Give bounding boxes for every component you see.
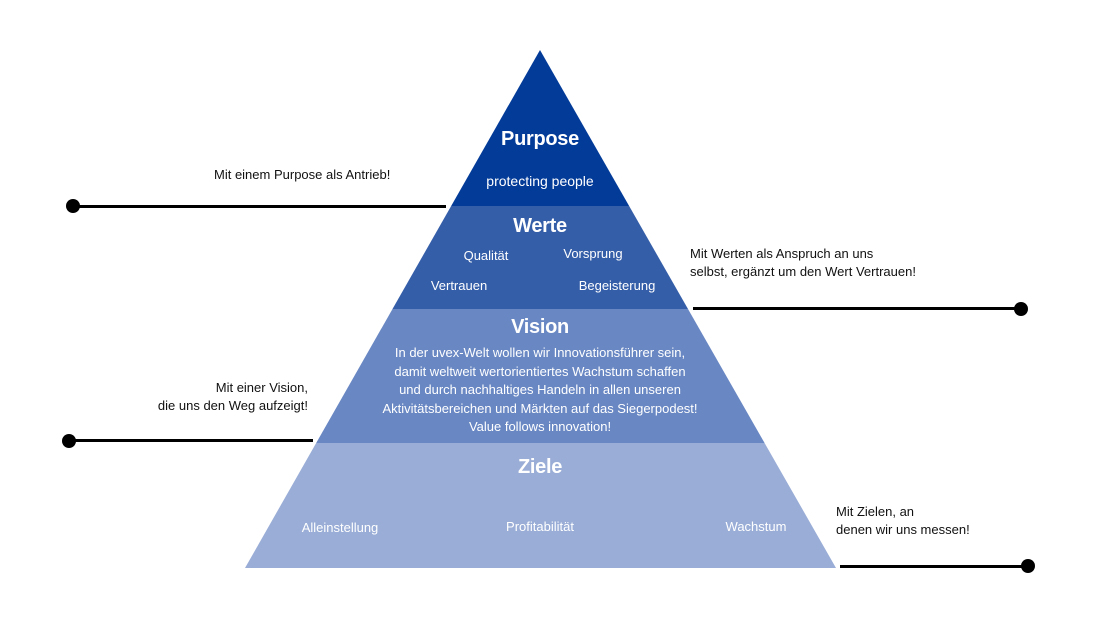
- ziele-title: Ziele: [517, 456, 563, 478]
- werte-item-begeisterung: Begeisterung: [578, 278, 656, 293]
- ziele-item-alleinstellung: Alleinstellung: [301, 520, 379, 535]
- vision-line: In der uvex-Welt wollen wir Innovationsf…: [394, 345, 686, 360]
- vision-line: und durch nachhaltiges Handeln in allen …: [399, 382, 681, 397]
- annotation-vision: Mit einer Vision, die uns den Weg aufzei…: [120, 379, 308, 415]
- connector-dot-ziele: [1021, 559, 1035, 573]
- annotation-line: die uns den Weg aufzeigt!: [157, 398, 308, 413]
- werte-item-qualitaet: Qualität: [463, 248, 509, 263]
- connector-dot-werte: [1014, 302, 1028, 316]
- pyramid-layer-ziele: [245, 443, 836, 568]
- vision-statement: In der uvex-Welt wollen wir Innovationsf…: [340, 344, 740, 437]
- connector-line-ziele: [840, 565, 1030, 568]
- vision-line: damit weltweit wertorientiertes Wachstum…: [394, 363, 686, 379]
- annotation-line: Mit Werten als Anspruch an uns: [690, 246, 874, 261]
- annotation-line: Mit einem Purpose als Antrieb!: [214, 167, 391, 182]
- purpose-title: Purpose: [501, 128, 579, 150]
- ziele-item-profitabilitaet: Profitabilität: [506, 519, 574, 534]
- pyramid-layer-purpose: [451, 50, 630, 206]
- annotation-line: denen wir uns messen!: [836, 522, 970, 537]
- pyramid-layer-werte: [392, 206, 688, 309]
- connector-line-vision: [68, 439, 313, 442]
- connector-line-werte: [693, 307, 1021, 310]
- werte-item-vertrauen: Vertrauen: [430, 278, 488, 293]
- annotation-line: selbst, ergänzt um den Wert Vertrauen!: [690, 264, 916, 279]
- annotation-ziele: Mit Zielen, an denen wir uns messen!: [836, 503, 970, 539]
- vision-title: Vision: [511, 316, 569, 338]
- vision-line: Aktivitätsbereichen und Märkten auf das …: [382, 400, 698, 416]
- connector-line-purpose: [72, 205, 446, 208]
- pyramid-layer-vision: [316, 309, 765, 443]
- ziele-item-wachstum: Wachstum: [725, 519, 787, 534]
- annotation-werte: Mit Werten als Anspruch an uns selbst, e…: [690, 245, 916, 281]
- werte-item-vorsprung: Vorsprung: [563, 246, 623, 261]
- werte-title: Werte: [513, 215, 567, 237]
- annotation-purpose: Mit einem Purpose als Antrieb!: [214, 166, 390, 184]
- annotation-line: Mit Zielen, an: [836, 504, 915, 519]
- vision-line: Value follows innovation!: [468, 419, 612, 434]
- purpose-subtitle: protecting people: [486, 173, 594, 189]
- annotation-line: Mit einer Vision,: [215, 380, 308, 395]
